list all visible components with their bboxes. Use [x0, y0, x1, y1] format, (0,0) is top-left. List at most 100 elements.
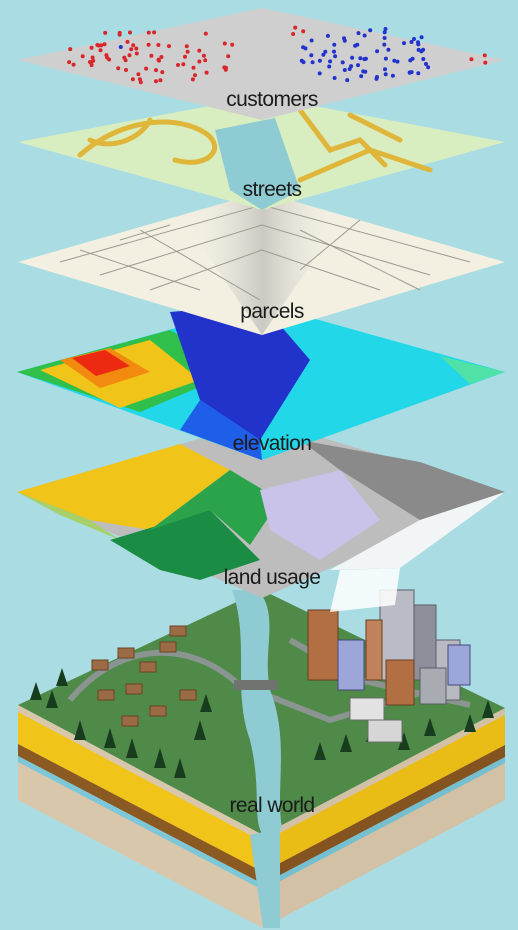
- customer-point: [67, 60, 71, 64]
- customer-point: [483, 53, 487, 57]
- customer-point: [203, 58, 207, 62]
- customer-point: [167, 44, 171, 48]
- customer-point: [205, 71, 209, 75]
- customer-point: [309, 53, 313, 57]
- customer-point: [391, 74, 395, 78]
- customer-point: [321, 53, 325, 57]
- haze: [330, 568, 400, 612]
- customer-point: [103, 42, 107, 46]
- customer-point: [293, 26, 297, 30]
- parcels-label: parcels: [240, 300, 304, 323]
- customer-point: [154, 68, 158, 72]
- customer-point: [105, 56, 109, 60]
- real-world-label: real world: [229, 794, 314, 817]
- customers-layer: customers: [18, 8, 505, 120]
- customer-point: [119, 45, 123, 49]
- customer-point: [357, 31, 361, 35]
- customer-point: [343, 68, 347, 72]
- customer-point: [95, 43, 99, 47]
- customer-point: [185, 44, 189, 48]
- customer-point: [382, 43, 386, 47]
- customer-point: [301, 45, 305, 49]
- customer-point: [135, 52, 139, 56]
- customer-point: [128, 53, 132, 57]
- customer-point: [361, 69, 365, 73]
- customer-point: [416, 71, 420, 75]
- customer-point: [363, 34, 367, 38]
- customer-point: [158, 78, 162, 82]
- customer-point: [424, 62, 428, 66]
- customer-point: [384, 72, 388, 76]
- elevation-label: elevation: [233, 432, 312, 455]
- customer-point: [375, 49, 379, 53]
- customer-point: [384, 57, 388, 61]
- customer-point: [136, 72, 140, 76]
- land-usage-label: land usage: [224, 566, 321, 589]
- customer-point: [186, 50, 190, 54]
- customer-point: [318, 71, 322, 75]
- customer-point: [131, 77, 135, 81]
- customer-point: [224, 68, 228, 72]
- customer-point: [421, 57, 425, 61]
- customer-point: [291, 32, 295, 36]
- customer-point: [118, 31, 122, 35]
- customer-point: [139, 80, 143, 84]
- customers-label: customers: [226, 88, 318, 111]
- customer-point: [348, 67, 352, 71]
- customer-point: [99, 48, 103, 52]
- customer-point: [183, 55, 187, 59]
- customer-point: [152, 30, 156, 34]
- customer-point: [103, 31, 107, 35]
- customer-point: [68, 47, 72, 51]
- customer-point: [300, 59, 304, 63]
- customer-point: [328, 59, 332, 63]
- customer-point: [147, 43, 151, 47]
- customer-point: [417, 48, 421, 52]
- customer-point: [197, 60, 201, 64]
- customer-point: [116, 66, 120, 70]
- customer-point: [154, 79, 158, 83]
- customer-point: [421, 48, 425, 52]
- customer-point: [402, 41, 406, 45]
- customer-point: [333, 76, 337, 80]
- customer-point: [420, 35, 424, 39]
- customer-point: [230, 43, 234, 47]
- customer-point: [144, 67, 148, 71]
- customer-point: [343, 39, 347, 43]
- customer-point: [396, 60, 400, 64]
- customer-point: [469, 57, 473, 61]
- customer-point: [358, 56, 362, 60]
- customer-point: [159, 55, 163, 59]
- customer-point: [383, 30, 387, 34]
- customer-point: [327, 65, 331, 69]
- customer-point: [81, 54, 85, 58]
- customer-point: [176, 63, 180, 67]
- real-world-layer: real world: [18, 568, 505, 928]
- customer-point: [91, 56, 95, 60]
- customer-point: [156, 43, 160, 47]
- customer-point: [350, 56, 354, 60]
- customer-point: [181, 62, 185, 66]
- bridge: [234, 680, 278, 690]
- customer-point: [160, 70, 164, 74]
- customer-point: [226, 54, 230, 58]
- customer-point: [192, 66, 196, 70]
- customer-point: [333, 54, 337, 58]
- customer-point: [383, 36, 387, 40]
- customer-point: [368, 28, 372, 32]
- customer-point: [341, 60, 345, 64]
- customer-point: [483, 61, 487, 65]
- customer-point: [204, 32, 208, 36]
- customer-point: [191, 77, 195, 81]
- customer-point: [147, 31, 151, 35]
- customer-point: [128, 31, 132, 35]
- customer-point: [72, 63, 76, 67]
- customer-point: [332, 50, 336, 54]
- customer-point: [134, 47, 138, 51]
- customer-point: [311, 60, 315, 64]
- customer-point: [345, 78, 349, 82]
- customer-point: [90, 46, 94, 50]
- customer-point: [301, 29, 305, 33]
- customer-point: [197, 49, 201, 53]
